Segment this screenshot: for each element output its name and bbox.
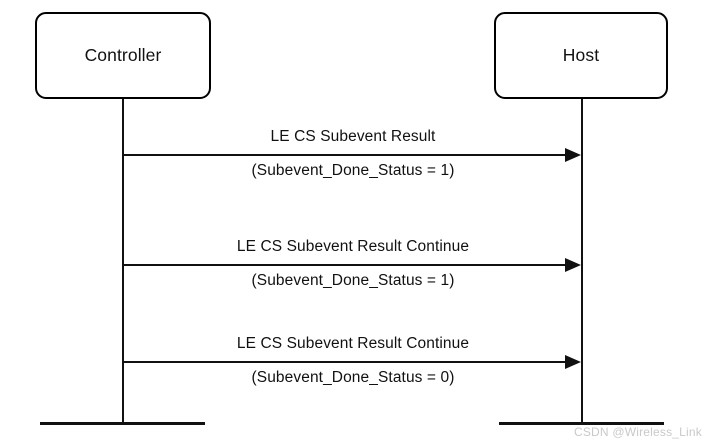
message-1-label: LE CS Subevent Result [270, 128, 436, 145]
message-3-parameters: (Subevent_Done_Status = 0) [251, 369, 455, 386]
lifeline-terminator-host [499, 422, 664, 425]
lifeline-terminator-controller [40, 422, 205, 425]
message-3-line [123, 360, 574, 364]
actor-box-controller: Controller [35, 12, 211, 99]
actor-box-host: Host [494, 12, 668, 99]
message-1-line [123, 153, 574, 157]
lifeline-host [580, 99, 584, 424]
actor-label-host: Host [562, 45, 600, 65]
arrow-right-icon [565, 257, 581, 272]
arrow-right-icon [565, 147, 581, 162]
message-1-parameters: (Subevent_Done_Status = 1) [251, 162, 455, 179]
message-2-parameters: (Subevent_Done_Status = 1) [251, 272, 455, 289]
message-2-line [123, 263, 574, 267]
watermark: CSDN @Wireless_Link [573, 425, 702, 439]
message-2-label: LE CS Subevent Result Continue [236, 238, 470, 255]
actor-label-controller: Controller [84, 45, 162, 65]
lifeline-controller [121, 99, 125, 424]
arrow-right-icon [565, 354, 581, 369]
message-3-label: LE CS Subevent Result Continue [236, 335, 470, 352]
